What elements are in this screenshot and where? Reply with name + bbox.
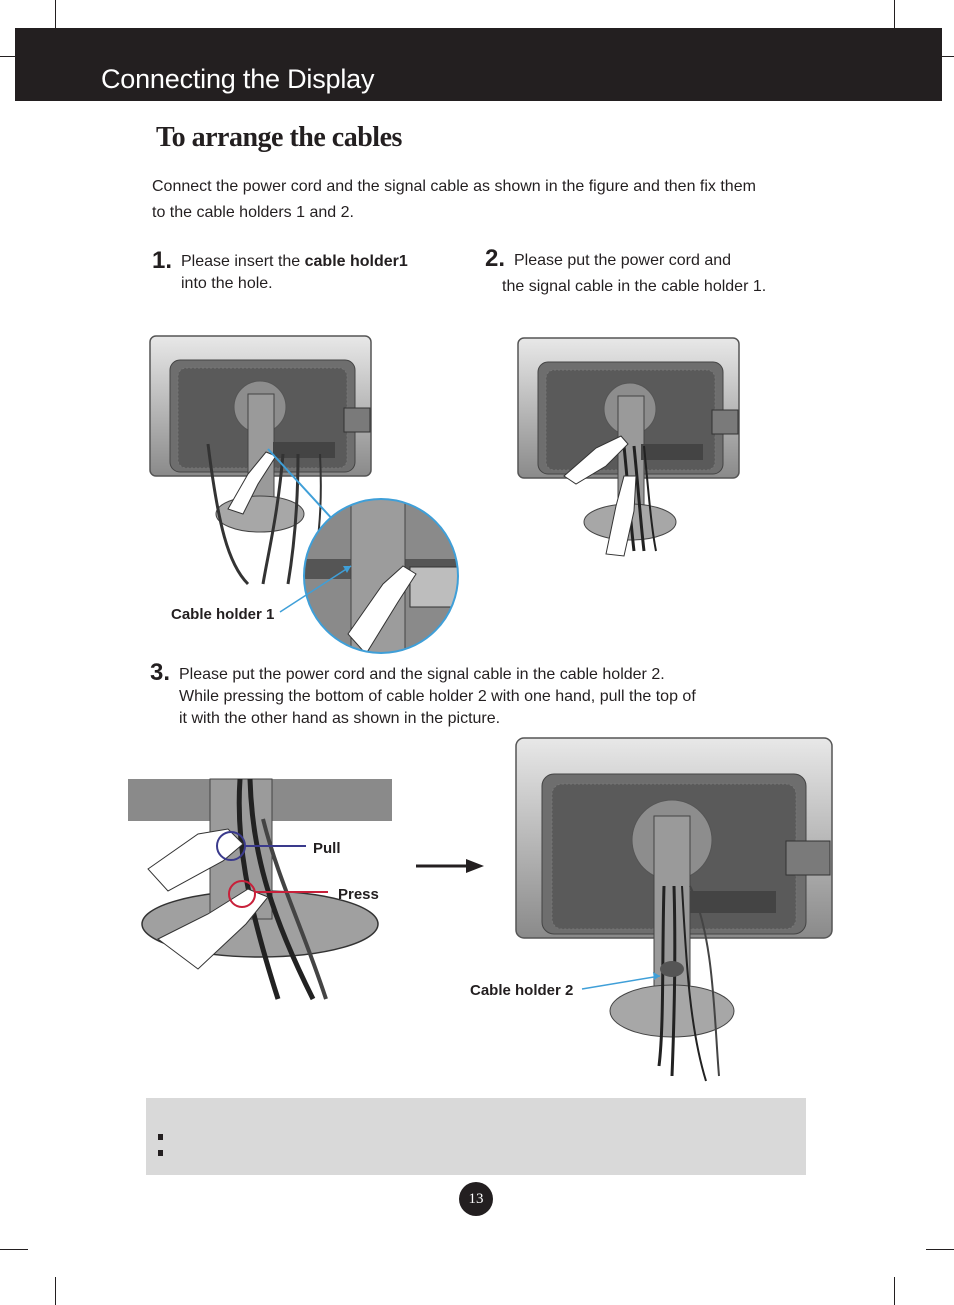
step-2-line1: Please put the power cord and (514, 250, 731, 272)
step-2-number: 2. (485, 247, 505, 271)
step-3-text: Please put the power cord and the signal… (179, 664, 696, 730)
pull-label: Pull (313, 840, 341, 857)
step-1-text-plain: Please insert the (181, 253, 305, 270)
step-3-line: it with the other hand as shown in the p… (179, 708, 696, 730)
page-number: 13 (459, 1182, 493, 1216)
cable-holder-1-label: Cable holder 1 (171, 606, 274, 623)
step-1-number: 1. (152, 249, 172, 273)
right-arrow-icon (416, 857, 484, 875)
bullet-icon (158, 1134, 163, 1140)
crop-mark (894, 0, 895, 28)
step-1-text: Please insert the cable holder1 into the… (181, 251, 408, 295)
figure-step-3-result (514, 736, 834, 1082)
section-title: To arrange the cables (156, 122, 402, 154)
press-label: Press (338, 886, 379, 903)
note-box (146, 1098, 806, 1175)
cable-holder-2-label: Cable holder 2 (470, 982, 573, 999)
crop-mark (926, 1249, 954, 1250)
step-1-line: Please insert the cable holder1 (181, 251, 408, 273)
intro-paragraph: Connect the power cord and the signal ca… (152, 174, 832, 226)
step-3-line: While pressing the bottom of cable holde… (179, 686, 696, 708)
step-1-line: into the hole. (181, 273, 408, 295)
intro-line: to the cable holders 1 and 2. (152, 200, 832, 226)
step-3-number: 3. (150, 661, 170, 685)
crop-mark (55, 1277, 56, 1305)
figure-step-2 (516, 336, 740, 558)
bullet-icon (158, 1150, 163, 1156)
crop-mark (0, 1249, 28, 1250)
step-1-text-bold: cable holder1 (305, 253, 408, 270)
intro-line: Connect the power cord and the signal ca… (152, 174, 832, 200)
page-header-title: Connecting the Display (101, 64, 374, 95)
crop-mark (894, 1277, 895, 1305)
crop-mark (55, 0, 56, 28)
step-2-line2: the signal cable in the cable holder 1. (502, 276, 766, 298)
page-header: Connecting the Display (15, 28, 942, 101)
step-3-line: Please put the power cord and the signal… (179, 664, 696, 686)
